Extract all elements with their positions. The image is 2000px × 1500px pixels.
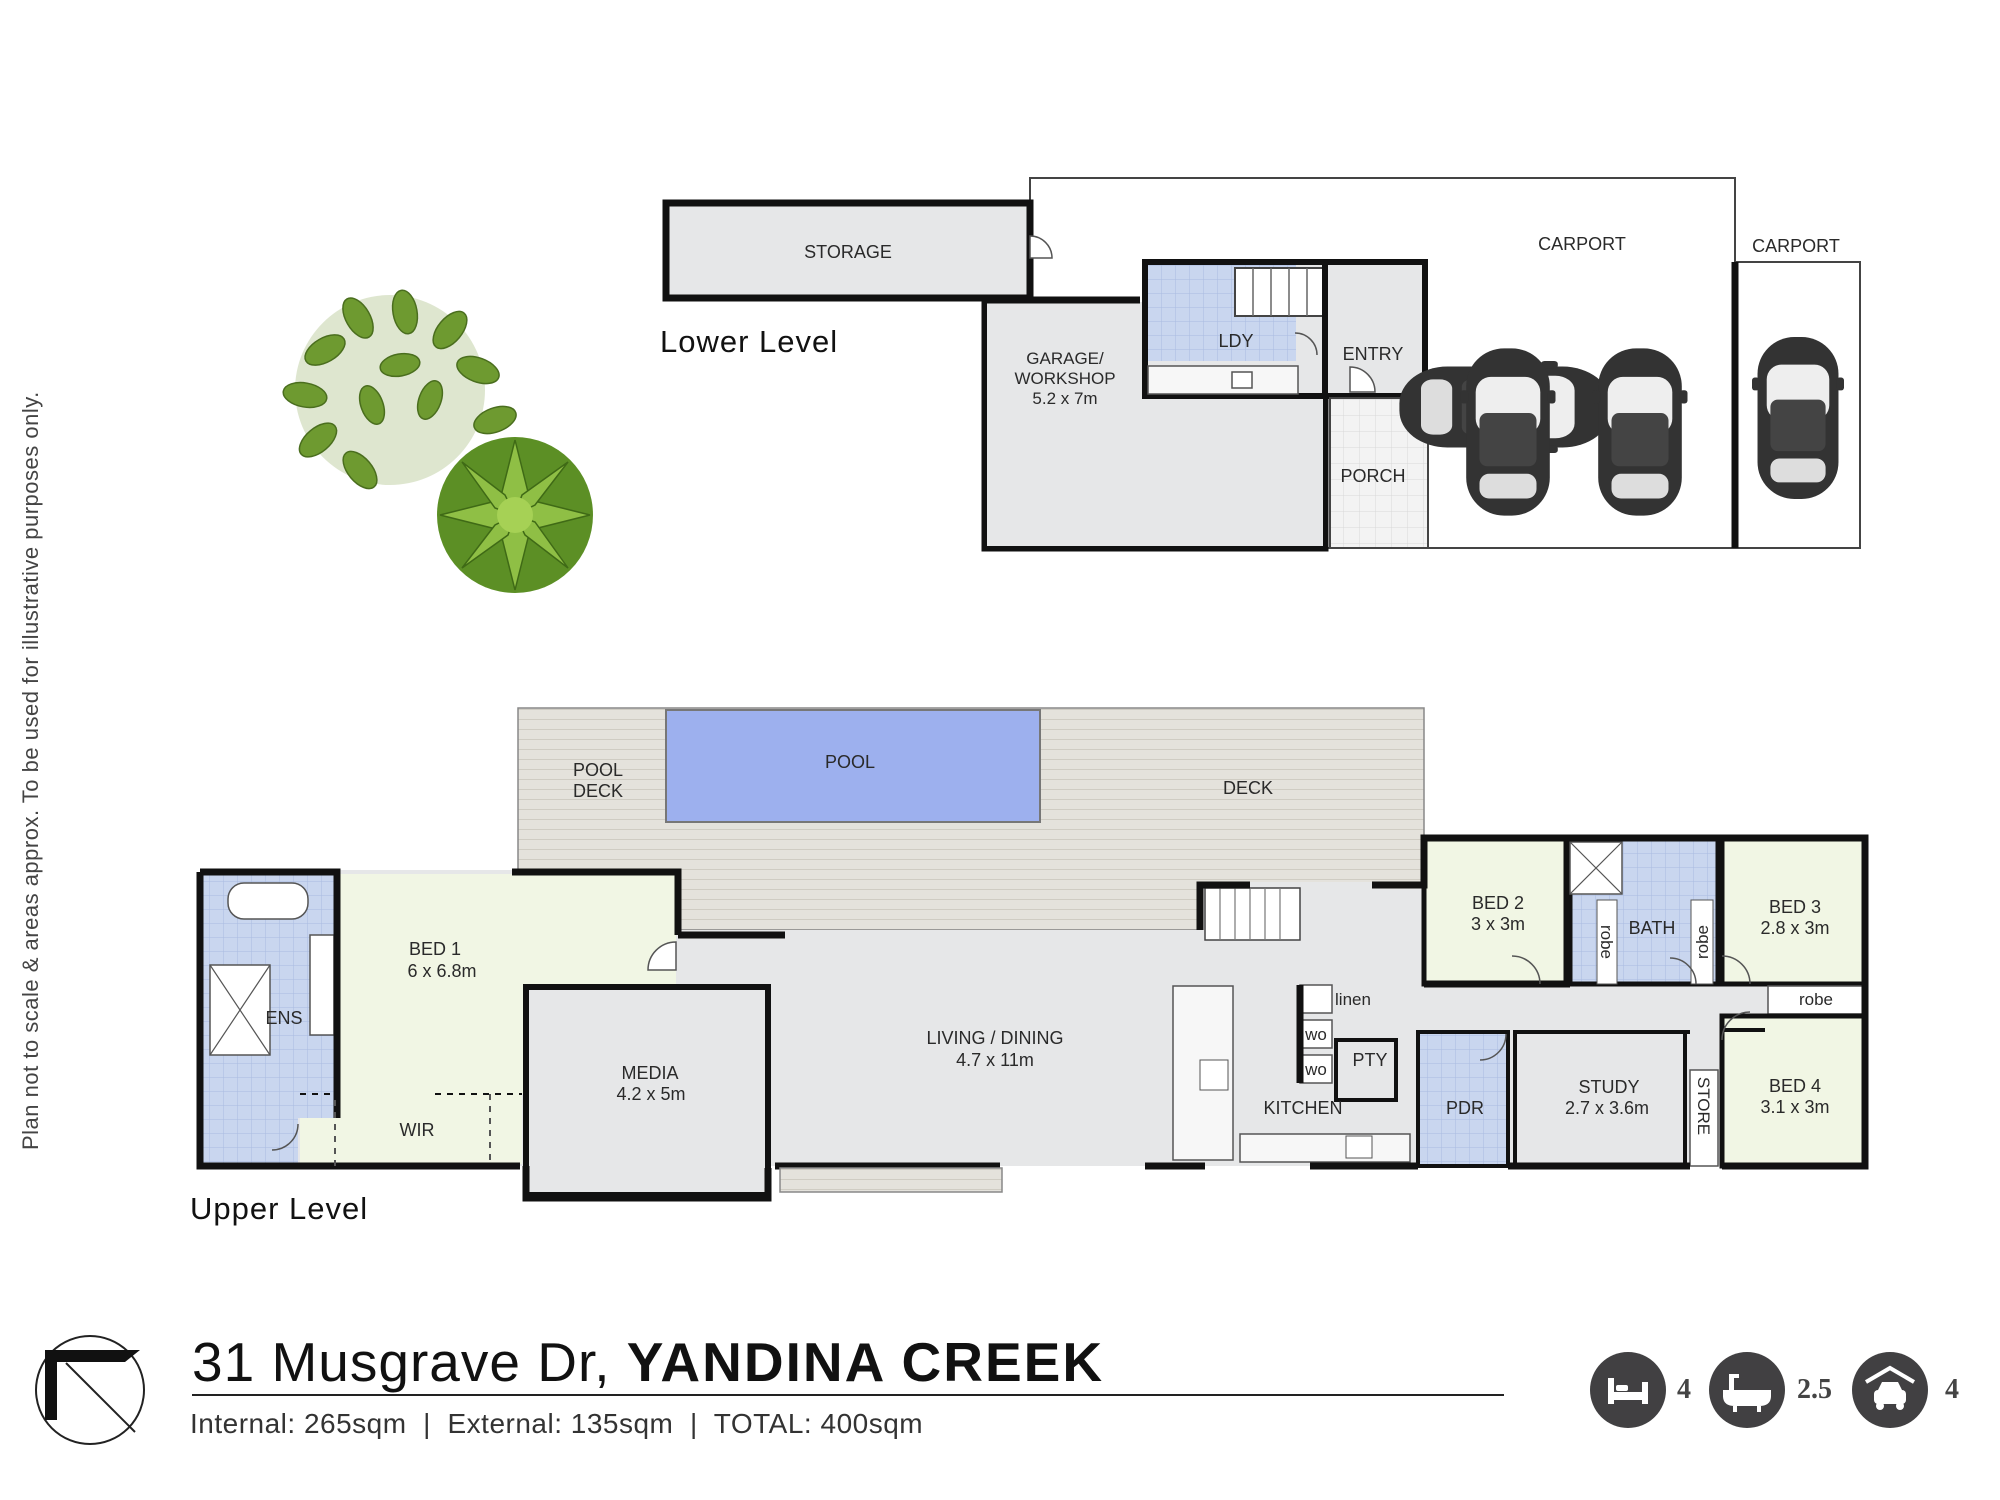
media-label: MEDIA xyxy=(621,1063,678,1083)
pty-label: PTY xyxy=(1352,1050,1387,1070)
car-count: 4 xyxy=(1945,1374,1959,1405)
kitchen-label: KITCHEN xyxy=(1263,1098,1342,1118)
pool-deck-label-2: DECK xyxy=(573,781,623,801)
bed-count: 4 xyxy=(1677,1374,1691,1405)
stairs-upper xyxy=(1204,887,1301,941)
deck-label: DECK xyxy=(1223,778,1273,798)
street-text: 31 Musgrave Dr, xyxy=(192,1331,611,1393)
living-label: LIVING / DINING xyxy=(926,1028,1063,1048)
ens-label: ENS xyxy=(265,1008,302,1028)
carport-side-label: CARPORT xyxy=(1752,236,1840,256)
bath-label: BATH xyxy=(1629,918,1676,938)
separator-1: | xyxy=(423,1408,431,1439)
ldy-label: LDY xyxy=(1218,331,1253,351)
storage-room xyxy=(662,199,1034,302)
study-label: STUDY xyxy=(1578,1077,1639,1097)
internal-area: Internal: 265sqm xyxy=(190,1408,407,1439)
wo-label-1: wo xyxy=(1304,1025,1327,1044)
study-dimensions: 2.7 x 3.6m xyxy=(1565,1098,1649,1118)
robe-bed4-label: robe xyxy=(1799,990,1833,1009)
suburb-text: YANDINA CREEK xyxy=(626,1331,1105,1393)
bed4-dimensions: 3.1 x 3m xyxy=(1760,1097,1829,1117)
area-summary: Internal: 265sqm | External: 135sqm | TO… xyxy=(190,1408,923,1440)
disclaimer-text: Plan not to scale & areas approx. To be … xyxy=(18,391,43,1150)
car-icon xyxy=(1852,1352,1928,1428)
bed3-room xyxy=(1719,835,1868,987)
bed3-label: BED 3 xyxy=(1769,897,1821,917)
robe-left-label: robe xyxy=(1597,925,1616,959)
lower-level-label: Lower Level xyxy=(660,324,838,359)
total-area: TOTAL: 400sqm xyxy=(713,1408,924,1439)
pool-area xyxy=(665,709,1041,823)
linen-label: linen xyxy=(1335,990,1371,1009)
robe-right-label: robe xyxy=(1693,925,1712,959)
media-room xyxy=(523,984,771,1198)
external-area: External: 135sqm xyxy=(447,1408,674,1439)
bed2-label: BED 2 xyxy=(1472,893,1524,913)
entry-label: ENTRY xyxy=(1343,344,1404,364)
storage-label: STORAGE xyxy=(804,242,892,262)
pantry-room xyxy=(1334,1038,1398,1102)
pool-deck-label-1: POOL xyxy=(573,760,623,780)
lower-level: STORAGE GARAGE/ WORKSHOP 5.2 x 7m LDY EN… xyxy=(660,177,1861,552)
bed-icon xyxy=(1590,1352,1666,1428)
wir-label: WIR xyxy=(400,1120,435,1140)
north-arrow-icon xyxy=(35,1335,145,1445)
pdr-label: PDR xyxy=(1446,1098,1484,1118)
separator-2: | xyxy=(689,1408,698,1439)
garage-label-1: GARAGE/ xyxy=(1026,349,1104,368)
store-room xyxy=(1689,1069,1719,1167)
upper-level-label: Upper Level xyxy=(190,1191,368,1226)
address-underline xyxy=(192,1394,1504,1396)
store-label: STORE xyxy=(1694,1077,1713,1135)
upper-level: POOL DECK POOL DECK BED 1 6 x 6.8m ENS W… xyxy=(190,707,1869,1226)
robe-bed4 xyxy=(1767,985,1866,1015)
address-title: 31 Musgrave Dr, YANDINA CREEK xyxy=(192,1330,1104,1394)
bed1-dimensions: 6 x 6.8m xyxy=(407,961,476,981)
pool-label: POOL xyxy=(825,752,875,772)
living-dimensions: 4.7 x 11m xyxy=(956,1050,1034,1070)
pdr-room xyxy=(1416,1030,1510,1168)
wo-label-2: wo xyxy=(1304,1060,1327,1079)
entry-room xyxy=(1322,259,1428,399)
media-dimensions: 4.2 x 5m xyxy=(616,1084,685,1104)
bed3-dimensions: 2.8 x 3m xyxy=(1760,918,1829,938)
porch-label: PORCH xyxy=(1340,466,1405,486)
car-carport-1-icon xyxy=(1460,348,1556,516)
bed4-label: BED 4 xyxy=(1769,1076,1821,1096)
bed1-label: BED 1 xyxy=(409,939,461,959)
car-carport-3-icon xyxy=(1752,337,1844,499)
car-carport-2-icon xyxy=(1592,348,1688,516)
garage-label-2: WORKSHOP xyxy=(1014,369,1115,388)
garage-dimensions: 5.2 x 7m xyxy=(1032,389,1097,408)
bath-icon xyxy=(1709,1352,1785,1428)
carport-main-label: CARPORT xyxy=(1538,234,1626,254)
bath-count: 2.5 xyxy=(1797,1374,1832,1405)
tree-icon xyxy=(282,289,593,593)
bed2-dimensions: 3 x 3m xyxy=(1471,914,1525,934)
